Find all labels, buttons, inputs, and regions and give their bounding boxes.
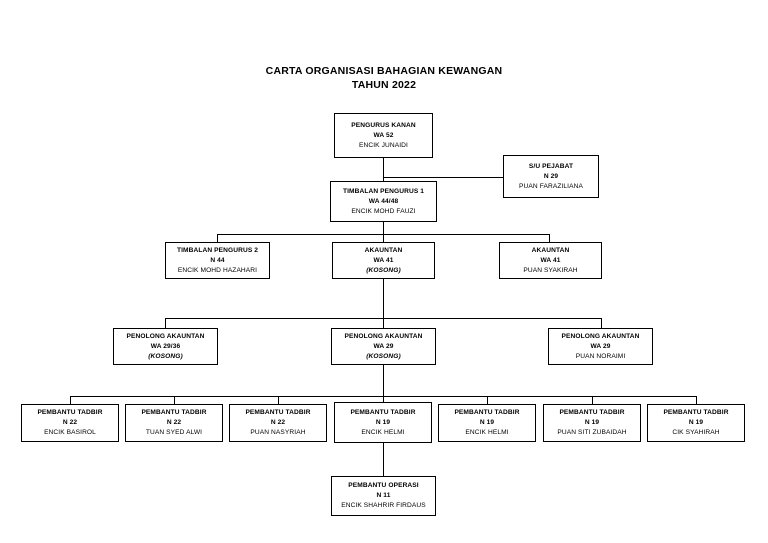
node-person: ENCIK HELMI (465, 429, 509, 436)
node-person: TUAN SYED ALWI (145, 429, 203, 436)
node-grade: WA 41 (373, 256, 394, 264)
node-title: S/U PEJABAT (528, 162, 574, 170)
node-title: PEMBANTU TADBIR (559, 409, 625, 416)
node-grade: N 19 (584, 419, 600, 426)
node-grade: N 22 (62, 419, 78, 426)
node-grade: WA 29 (590, 342, 611, 350)
node-grade: WA 52 (373, 131, 394, 139)
node-pembantu-tadbir-6[interactable]: PEMBANTU TADBIR N 19 PUAN SITI ZUBAIDAH (543, 404, 641, 442)
connector-staff-su-pejabat (383, 177, 503, 178)
node-penolong-akauntan-1[interactable]: PENOLONG AKAUNTAN WA 29/36 (KOSONG) (113, 328, 218, 365)
node-grade: N 44 (210, 256, 225, 264)
node-pembantu-tadbir-3[interactable]: PEMBANTU TADBIR N 22 PUAN NASYRIAH (229, 404, 327, 442)
node-person: (KOSONG) (366, 352, 401, 360)
node-pembantu-tadbir-5[interactable]: PEMBANTU TADBIR N 19 ENCIK HELMI (438, 404, 536, 442)
node-pembantu-tadbir-2[interactable]: PEMBANTU TADBIR N 22 TUAN SYED ALWI (125, 404, 223, 442)
node-akauntan-2[interactable]: AKAUNTAN WA 41 PUAN SYAKIRAH (499, 242, 602, 279)
connector-level5-stub-2 (174, 396, 175, 405)
connector-pengurus-to-timbalan1 (383, 157, 384, 182)
node-person: ENCIK MOHD FAUZI (351, 207, 416, 215)
node-timbalan-pengurus-1[interactable]: TIMBALAN PENGURUS 1 WA 44/48 ENCIK MOHD … (330, 181, 437, 222)
connector-timbalan1-drop (383, 221, 384, 235)
node-person: PUAN SITI ZUBAIDAH (557, 429, 627, 436)
node-pembantu-tadbir-7[interactable]: PEMBANTU TADBIR N 19 CIK SYAHIRAH (647, 404, 745, 442)
connector-level5-stub-3 (278, 396, 279, 405)
node-person: ENCIK HELMI (361, 428, 405, 436)
connector-level4-stub-left (165, 318, 166, 329)
node-person: ENCIK BASIROL (44, 429, 96, 436)
node-title: AKAUNTAN (364, 246, 403, 254)
node-title: TIMBALAN PENGURUS 2 (176, 246, 259, 254)
connector-level5-stub-1 (70, 396, 71, 405)
node-title: PENOLONG AKAUNTAN (126, 332, 205, 340)
node-grade: N 29 (543, 172, 559, 180)
node-person: (KOSONG) (366, 266, 401, 274)
page-title-line-2: TAHUN 2022 (351, 79, 417, 91)
connector-level5-stub-7 (696, 396, 697, 405)
node-grade: N 22 (270, 419, 286, 426)
node-title: PEMBANTU OPERASI (348, 482, 419, 489)
node-pengurus-kanan[interactable]: PENGURUS KANAN WA 52 ENCIK JUNAIDI (334, 113, 433, 158)
node-person: PUAN NASYRIAH (250, 429, 306, 436)
node-grade: N 19 (375, 418, 391, 426)
node-title: PENOLONG AKAUNTAN (344, 332, 423, 340)
node-timbalan-pengurus-2[interactable]: TIMBALAN PENGURUS 2 N 44 ENCIK MOHD HAZA… (165, 242, 270, 279)
connector-level4-stub-right (601, 318, 602, 329)
node-penolong-akauntan-2[interactable]: PENOLONG AKAUNTAN WA 29 (KOSONG) (331, 328, 436, 365)
node-person: ENCIK JUNAIDI (359, 141, 408, 149)
node-title: PEMBANTU TADBIR (37, 409, 103, 416)
node-title: AKAUNTAN (531, 246, 570, 254)
connector-akauntan-drop (383, 278, 384, 319)
node-person: CIK SYAHIRAH (672, 429, 720, 436)
node-title: PEMBANTU TADBIR (245, 409, 311, 416)
connector-level4-stub-mid (383, 318, 384, 329)
node-title: PEMBANTU TADBIR (141, 409, 207, 416)
node-person: PUAN NORAIMI (575, 352, 626, 360)
node-person: (KOSONG) (148, 352, 183, 360)
connector-level5-stub-4 (383, 396, 384, 405)
page-title-line-1: CARTA ORGANISASI BAHAGIAN KEWANGAN (265, 65, 503, 77)
node-person: PUAN SYAKIRAH (523, 266, 578, 274)
node-akauntan-1[interactable]: AKAUNTAN WA 41 (KOSONG) (332, 242, 435, 279)
node-title: PENOLONG AKAUNTAN (561, 332, 640, 340)
page-title: CARTA ORGANISASI BAHAGIAN KEWANGAN TAHUN… (0, 64, 768, 92)
node-title: PEMBANTU TADBIR (454, 409, 520, 416)
node-title: PEMBANTU TADBIR (350, 408, 416, 416)
node-grade: N 19 (479, 419, 495, 426)
node-pembantu-tadbir-1[interactable]: PEMBANTU TADBIR N 22 ENCIK BASIROL (21, 404, 119, 442)
node-person: ENCIK MOHD HAZAHARI (177, 266, 258, 274)
node-grade: WA 29/36 (150, 342, 181, 350)
connector-penolong-drop (383, 364, 384, 397)
connector-level3-stub-mid (383, 234, 384, 243)
node-pembantu-operasi[interactable]: PEMBANTU OPERASI N 11 ENCIK SHAHRIR FIRD… (331, 476, 436, 516)
connector-level5-stub-5 (487, 396, 488, 405)
connector-level3-stub-left (217, 234, 218, 243)
node-person: PUAN FARAZILIANA (519, 182, 583, 190)
node-penolong-akauntan-3[interactable]: PENOLONG AKAUNTAN WA 29 PUAN NORAIMI (548, 328, 653, 365)
node-title: PENGURUS KANAN (351, 121, 416, 129)
node-grade: N 22 (166, 419, 182, 426)
connector-level3-stub-right (549, 234, 550, 243)
node-su-pejabat[interactable]: S/U PEJABAT N 29 PUAN FARAZILIANA (503, 155, 599, 198)
node-grade: WA 41 (540, 256, 561, 264)
node-grade: N 19 (688, 419, 704, 426)
node-title: PEMBANTU TADBIR (663, 409, 729, 416)
connector-level5-stub-6 (592, 396, 593, 405)
node-pembantu-tadbir-4[interactable]: PEMBANTU TADBIR N 19 ENCIK HELMI (334, 402, 432, 443)
node-person: ENCIK SHAHRIR FIRDAUS (341, 502, 426, 509)
node-grade: WA 29 (373, 342, 394, 350)
node-grade: N 11 (376, 492, 391, 499)
node-title: TIMBALAN PENGURUS 1 (342, 187, 425, 195)
connector-tadbir4-to-operasi (383, 443, 384, 476)
node-grade: WA 44/48 (368, 197, 399, 205)
